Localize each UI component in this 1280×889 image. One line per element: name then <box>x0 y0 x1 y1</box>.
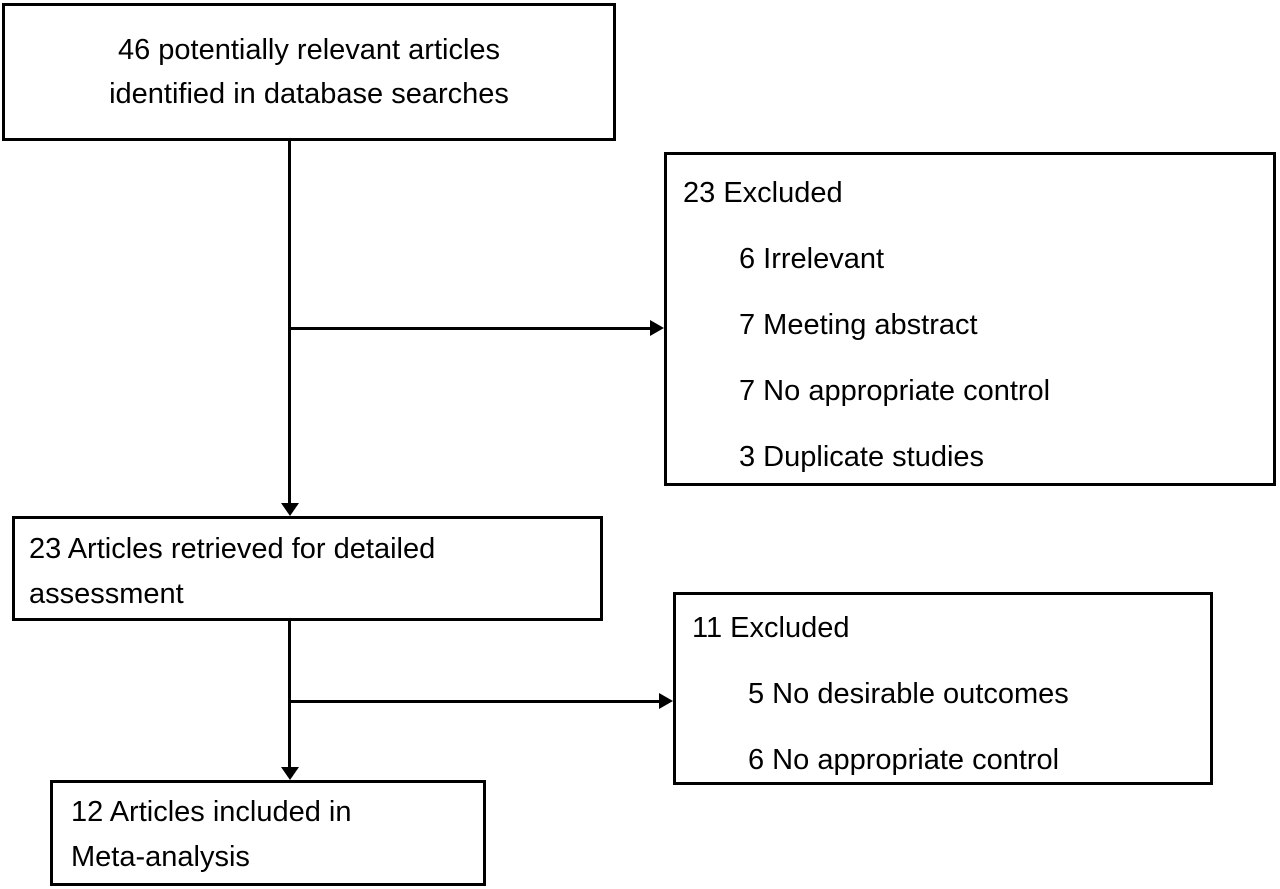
node-retrieved-articles: 23 Articles retrieved for detailed asses… <box>12 516 603 621</box>
connector-branch-to-excluded-2 <box>290 700 661 703</box>
node-identified-line-1: 46 potentially relevant articles <box>117 34 501 66</box>
arrow-down-icon <box>281 767 299 780</box>
node-identified-line-2: identified in database searches <box>109 78 509 110</box>
excluded-1-reason: 6 Irrelevant <box>739 242 885 275</box>
arrow-right-icon <box>650 320 664 336</box>
node-identified-articles: 46 potentially relevant articles identif… <box>2 3 616 141</box>
node-included-articles: 12 Articles included in Meta-analysis <box>50 780 486 886</box>
connector-retrieved-to-included <box>288 621 291 769</box>
node-included-line-1: 12 Articles included in <box>71 796 352 828</box>
node-excluded-detailed-assessment: 11 Excluded 5 No desirable outcomes 6 No… <box>673 592 1213 785</box>
excluded-2-title: 11 Excluded <box>692 611 850 644</box>
node-excluded-first-screening: 23 Excluded 6 Irrelevant 7 Meeting abstr… <box>664 152 1276 486</box>
node-retrieved-line-2: assessment <box>29 578 184 610</box>
connector-identified-to-retrieved <box>288 141 291 505</box>
excluded-2-reason: 6 No appropriate control <box>748 743 1060 776</box>
node-retrieved-line-1: 23 Articles retrieved for detailed <box>29 533 436 565</box>
node-included-line-2: Meta-analysis <box>71 841 250 873</box>
excluded-1-reason: 3 Duplicate studies <box>739 440 985 473</box>
arrow-right-icon <box>659 693 673 709</box>
connector-branch-to-excluded-1 <box>290 327 651 330</box>
excluded-2-reason: 5 No desirable outcomes <box>748 677 1069 710</box>
excluded-1-title: 23 Excluded <box>683 176 843 209</box>
excluded-1-reason: 7 No appropriate control <box>739 374 1051 407</box>
arrow-down-icon <box>281 503 299 516</box>
excluded-1-reason: 7 Meeting abstract <box>739 308 978 341</box>
